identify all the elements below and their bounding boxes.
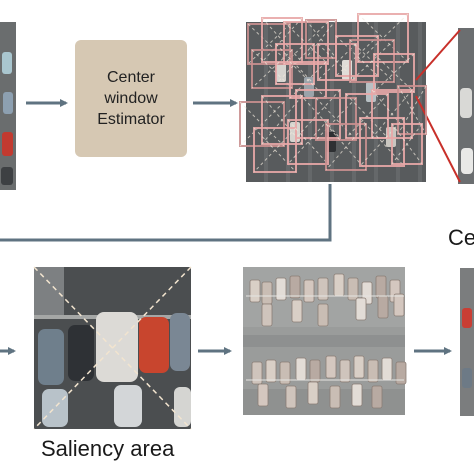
candidate-window-diagonal [261, 17, 303, 63]
estimator-label-line1: Center [106, 69, 156, 86]
candidate-window-diagonal [335, 35, 379, 77]
feedback-connector [0, 184, 332, 242]
car-blue-right [170, 313, 190, 371]
estimator-label-line2: window [104, 90, 158, 107]
parked-car [351, 383, 363, 407]
parked-car [377, 295, 389, 319]
parked-car [317, 277, 329, 301]
parked-car [275, 277, 287, 301]
candidate-window-diagonal [359, 117, 405, 167]
center-window-estimator-box: Center window Estimator [75, 40, 187, 157]
candidate-window-diagonal [287, 119, 329, 165]
estimator-label-line3: Estimator [97, 111, 165, 128]
candidate-window-diagonal [305, 19, 337, 59]
parked-car [393, 293, 405, 317]
car-red [139, 317, 169, 373]
parked-car [333, 273, 345, 297]
candidate-window-diagonal [325, 123, 367, 171]
candidate-window-diagonal [253, 127, 297, 173]
input-image-partial [0, 22, 16, 190]
candidate-window-diagonal [295, 89, 341, 139]
parked-car [395, 361, 407, 385]
parked-car [347, 277, 359, 301]
candidate-window-box [287, 119, 329, 165]
saliency-diagonal-b [33, 266, 192, 430]
candidate-window-box [391, 123, 423, 165]
candidate-window-box [251, 49, 293, 89]
parked-car [339, 359, 351, 383]
candidate-window-diagonal [247, 23, 291, 65]
candidate-window-box [373, 53, 415, 93]
parked-car [307, 381, 319, 405]
parked-car [325, 355, 337, 379]
zoomed-center-window-partial [458, 28, 474, 184]
parked-car [295, 357, 307, 381]
saliency-area-caption: Saliency area [41, 436, 175, 461]
zoom-line-bottom [415, 95, 461, 183]
parked-car [279, 361, 291, 385]
candidate-window-box [397, 85, 427, 135]
parked-car [317, 303, 329, 327]
parked-car [309, 359, 321, 383]
parked-car [371, 385, 383, 409]
parked-car [251, 361, 263, 385]
parked-car [375, 275, 387, 299]
parked-car [265, 359, 277, 383]
candidate-window-box [275, 43, 315, 85]
parked-car [355, 297, 367, 321]
parked-car [261, 281, 273, 305]
parked-car [303, 279, 315, 303]
candidate-window-box [289, 61, 327, 99]
candidate-window-diagonal [371, 89, 413, 139]
candidate-window-diagonal [315, 97, 357, 141]
zoom-line-top [415, 29, 461, 81]
candidate-window-diagonal [287, 119, 329, 165]
parked-car [353, 355, 365, 379]
parked-car [367, 359, 379, 383]
car-white [96, 312, 138, 382]
candidate-window-diagonal [345, 93, 389, 139]
parked-car [381, 357, 393, 381]
parked-car [329, 385, 341, 409]
candidate-window-diagonal [261, 95, 303, 145]
car-bottom-right [174, 387, 191, 427]
candidate-window-diagonal [335, 35, 379, 77]
candidate-window-box [253, 127, 297, 173]
candidate-window-diagonal [391, 123, 423, 165]
parked-car [257, 383, 269, 407]
candidate-window-box [349, 39, 395, 83]
parked-car [291, 299, 303, 323]
candidate-window-box [359, 117, 405, 167]
center-window-caption-partial: Ce [448, 225, 474, 250]
parked-car [261, 303, 273, 327]
car-bottom-mid [114, 385, 142, 427]
candidate-window-diagonal [261, 17, 303, 63]
output-image-partial [460, 268, 474, 416]
candidate-window-box [325, 123, 367, 171]
parked-car [285, 385, 297, 409]
car-bottom-left [42, 389, 68, 427]
candidate-window-box [261, 17, 303, 63]
parked-car [249, 279, 261, 303]
parked-car [289, 275, 301, 299]
parking-cars [246, 273, 407, 409]
candidate-window-diagonal [315, 97, 357, 141]
candidate-window-diagonal [349, 39, 395, 83]
candidate-window-boxes [239, 13, 427, 173]
car-blue-left [38, 329, 64, 385]
